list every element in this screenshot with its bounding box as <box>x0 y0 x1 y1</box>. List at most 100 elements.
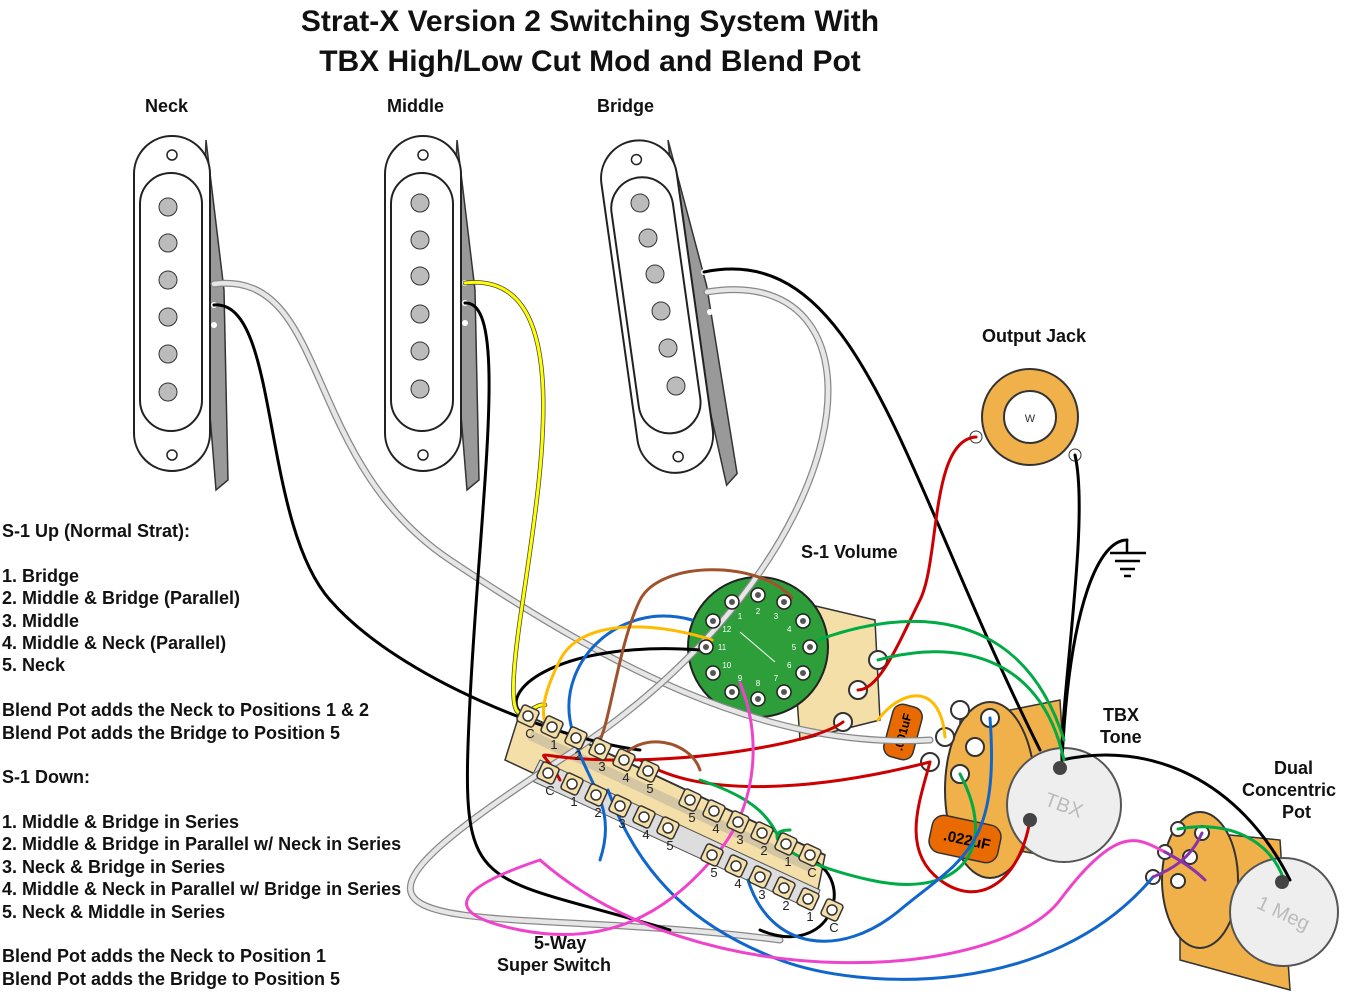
notes-up-item: 5. Neck <box>2 655 66 676</box>
switch-terminal-lower-1-1: 1 <box>560 772 584 809</box>
notes-up-item: 1. Bridge <box>2 565 80 586</box>
s1-lug-label: 12 <box>722 625 731 634</box>
switch-terminal-upper-0-2: 2 <box>564 726 588 763</box>
switch-terminal-upper-0-3: 3 <box>588 737 612 774</box>
dual-label: Dual <box>1274 758 1314 778</box>
switch-terminal-label: 5 <box>710 865 717 880</box>
notes-down-item: 1. Middle & Bridge in Series <box>2 812 240 833</box>
diagram-title-line1: Strat-X Version 2 Switching System With <box>300 5 880 38</box>
neck-pickup-label: Neck <box>145 96 189 116</box>
switch-terminal-lower-1-2: 2 <box>584 783 608 820</box>
switch-terminal-label: C <box>525 726 534 741</box>
ground-symbol <box>1110 540 1146 578</box>
s1-lug-label: 8 <box>756 679 761 688</box>
s1-lug-label: 1 <box>738 612 743 621</box>
switch-terminal-label: 5 <box>646 781 653 796</box>
switch-terminal-label: 4 <box>622 770 629 785</box>
switch-terminal-lower-3-5: C <box>820 898 844 935</box>
switch-terminal-label: 5 <box>688 810 695 825</box>
switch-terminal-lower-1-4: 4 <box>632 805 656 842</box>
switch-terminal-label: 2 <box>760 843 767 858</box>
switch-terminal-upper-0-1: 1 <box>540 715 564 752</box>
diagram-title-line2: TBX High/Low Cut Mod and Blend Pot <box>319 45 861 78</box>
switch-terminal-lower-3-0: 5 <box>700 843 724 880</box>
switch-terminal-label: 3 <box>736 832 743 847</box>
switch-terminal-lower-3-2: 3 <box>748 865 772 902</box>
switch-terminal-label: 4 <box>734 876 741 891</box>
switch-terminal-label: 5 <box>666 838 673 853</box>
s1-lug-label: 10 <box>722 661 731 670</box>
s1-lug-4: 4 <box>787 613 811 634</box>
notes-down-item: 4. Middle & Neck in Parallel w/ Bridge i… <box>2 879 402 900</box>
s1-lug-11: 11 <box>698 639 727 655</box>
switch-label-line1: 5-Way <box>534 933 587 953</box>
switch-terminal-label: 2 <box>782 898 789 913</box>
jack-w-text: W <box>1025 413 1036 425</box>
s1-lug-label: 5 <box>792 643 797 652</box>
notes-down-item: 3. Neck & Bridge in Series <box>2 856 226 877</box>
s1-lug-12: 12 <box>705 613 732 634</box>
notes-down-item: 2. Middle & Bridge in Parallel w/ Neck i… <box>2 834 402 855</box>
dual-pot-ground-dot <box>1275 875 1289 889</box>
switch-terminal-label: 3 <box>598 759 605 774</box>
bridge-pickup <box>595 131 740 498</box>
switch-terminal-label: 1 <box>550 737 557 752</box>
switch-terminal-lower-1-3: 3 <box>608 794 632 831</box>
s1-lug-label: 11 <box>718 643 727 652</box>
s1-lug-6: 6 <box>787 661 811 681</box>
notes-down-item: 5. Neck & Middle in Series <box>2 901 226 922</box>
tone-label: Tone <box>1100 727 1142 747</box>
bridge-pickup-label: Bridge <box>597 96 655 116</box>
s1-lug-5: 5 <box>792 639 818 655</box>
tbx-cap-dot <box>1023 813 1037 827</box>
switch-terminal-upper-2-4: 1 <box>774 832 798 869</box>
tbx-label: TBX <box>1103 705 1139 725</box>
capacitor-001uf: .001uF <box>883 703 923 761</box>
notes-up-blend: Blend Pot adds the Neck to Positions 1 &… <box>2 700 370 721</box>
middle-pickup <box>384 135 480 491</box>
s1-lug-label: 4 <box>787 625 792 634</box>
notes-up-heading: S-1 Up (Normal Strat): <box>2 521 191 541</box>
switch-terminal-label: C <box>829 920 838 935</box>
dual-concentric-pot: 1 Meg <box>1145 811 1339 992</box>
notes-down-blend: Blend Pot adds the Neck to Position 1 <box>2 946 327 967</box>
switch-terminal-lower-3-1: 4 <box>724 854 748 891</box>
switch-terminal-label: 4 <box>642 827 649 842</box>
neck-pickup <box>133 135 229 491</box>
tbx-ground-dot <box>1053 761 1067 775</box>
switch-terminal-lower-3-4: 1 <box>796 887 820 924</box>
s1-lug-label: 3 <box>774 612 779 621</box>
notes-up-item: 3. Middle <box>2 610 80 631</box>
switch-terminal-upper-0-5: 5 <box>636 759 660 796</box>
s1-lug-label: 7 <box>774 674 779 683</box>
switch-terminal-label: 1 <box>806 909 813 924</box>
switch-terminal-upper-0-0: C <box>516 704 540 741</box>
switch-terminal-upper-2-1: 4 <box>702 799 726 836</box>
output-jack-label: Output Jack <box>982 326 1087 346</box>
switch-terminal-label: 1 <box>784 854 791 869</box>
switching-notes: S-1 Up (Normal Strat): 1. Bridge 2. Midd… <box>2 520 401 990</box>
notes-up-item: 2. Middle & Bridge (Parallel) <box>2 588 241 609</box>
s1-lug-label: 6 <box>787 661 792 670</box>
output-jack: W <box>969 368 1082 466</box>
notes-down-heading: S-1 Down: <box>2 767 90 788</box>
switch-terminal-label: 2 <box>594 805 601 820</box>
switch-terminal-upper-2-3: 2 <box>750 821 774 858</box>
middle-pickup-label: Middle <box>387 96 444 116</box>
s1-lug-label: 9 <box>738 674 743 683</box>
s1-volume-label: S-1 Volume <box>801 542 898 562</box>
switch-label-line2: Super Switch <box>497 955 612 975</box>
switch-terminal-label: C <box>545 783 554 798</box>
s1-lug-10: 10 <box>705 661 732 681</box>
switch-terminal-label: 4 <box>712 821 719 836</box>
switch-terminal-lower-3-3: 2 <box>772 876 796 913</box>
switch-terminal-label: C <box>807 865 816 880</box>
s1-lug-9: 9 <box>724 674 743 700</box>
notes-up-blend: Blend Pot adds the Bridge to Position 5 <box>2 722 341 743</box>
switch-terminal-upper-2-0: 5 <box>678 788 702 825</box>
s1-lug-1: 1 <box>724 594 743 621</box>
